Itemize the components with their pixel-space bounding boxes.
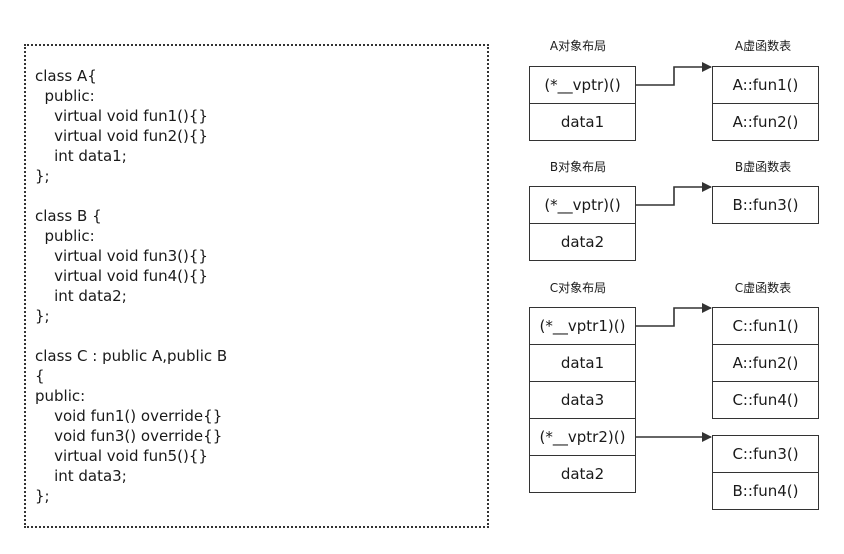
a-vtable-fun2-cell: A::fun2() xyxy=(712,103,819,141)
b-vtable-title: B虚函数表 xyxy=(734,160,792,174)
code-line: virtual void fun3(){} xyxy=(35,247,208,265)
c-layout-title: C对象布局 xyxy=(549,281,607,295)
code-line: virtual void fun1(){} xyxy=(35,107,208,125)
a-layout-title: A对象布局 xyxy=(549,39,607,53)
c-vtable-fun4-cell: C::fun4() xyxy=(712,381,819,419)
c-vtable2-fun3-cell: C::fun3() xyxy=(712,435,819,473)
b-vtable-fun3-cell: B::fun3() xyxy=(712,186,819,224)
code-line: class B { xyxy=(35,207,102,225)
b-vptr-arrow xyxy=(636,182,712,206)
c-vtable-title: C虚函数表 xyxy=(734,281,792,295)
code-line: class A{ xyxy=(35,67,97,85)
c-layout-vptr1-cell: (*__vptr1)() xyxy=(529,307,636,345)
a-layout-vptr-cell: (*__vptr)() xyxy=(529,66,636,104)
code-line: void fun3() override{} xyxy=(35,427,223,445)
code-panel xyxy=(24,44,489,528)
a-layout-data1-cell: data1 xyxy=(529,103,636,141)
a-vtable-fun1-cell: A::fun1() xyxy=(712,66,819,104)
a-vtable-title: A虚函数表 xyxy=(734,39,792,53)
c-vtable2-fun4-cell: B::fun4() xyxy=(712,472,819,510)
c-layout-data1-cell: data1 xyxy=(529,344,636,382)
code-line: class C : public A,public B xyxy=(35,347,228,365)
code-line: int data1; xyxy=(35,147,127,165)
code-line: }; xyxy=(35,307,50,325)
c-vptr1-arrow xyxy=(636,303,712,327)
code-line: int data2; xyxy=(35,287,127,305)
code-line: void fun1() override{} xyxy=(35,407,223,425)
code-line: virtual void fun2(){} xyxy=(35,127,208,145)
code-line: public: xyxy=(35,387,86,405)
code-line: }; xyxy=(35,487,50,505)
code-line: }; xyxy=(35,167,50,185)
c-vtable-fun1-cell: C::fun1() xyxy=(712,307,819,345)
code-line: public: xyxy=(35,227,95,245)
b-layout-title: B对象布局 xyxy=(549,160,607,174)
a-vptr-arrow xyxy=(636,62,712,86)
code-line: virtual void fun4(){} xyxy=(35,267,208,285)
c-layout-data2-cell: data2 xyxy=(529,455,636,493)
b-layout-vptr-cell: (*__vptr)() xyxy=(529,186,636,224)
code-line: { xyxy=(35,367,45,385)
code-line: int data3; xyxy=(35,467,127,485)
c-vtable-fun2-cell: A::fun2() xyxy=(712,344,819,382)
code-line: public: xyxy=(35,87,95,105)
code-line: virtual void fun5(){} xyxy=(35,447,208,465)
b-layout-data2-cell: data2 xyxy=(529,223,636,261)
c-layout-data3-cell: data3 xyxy=(529,381,636,419)
